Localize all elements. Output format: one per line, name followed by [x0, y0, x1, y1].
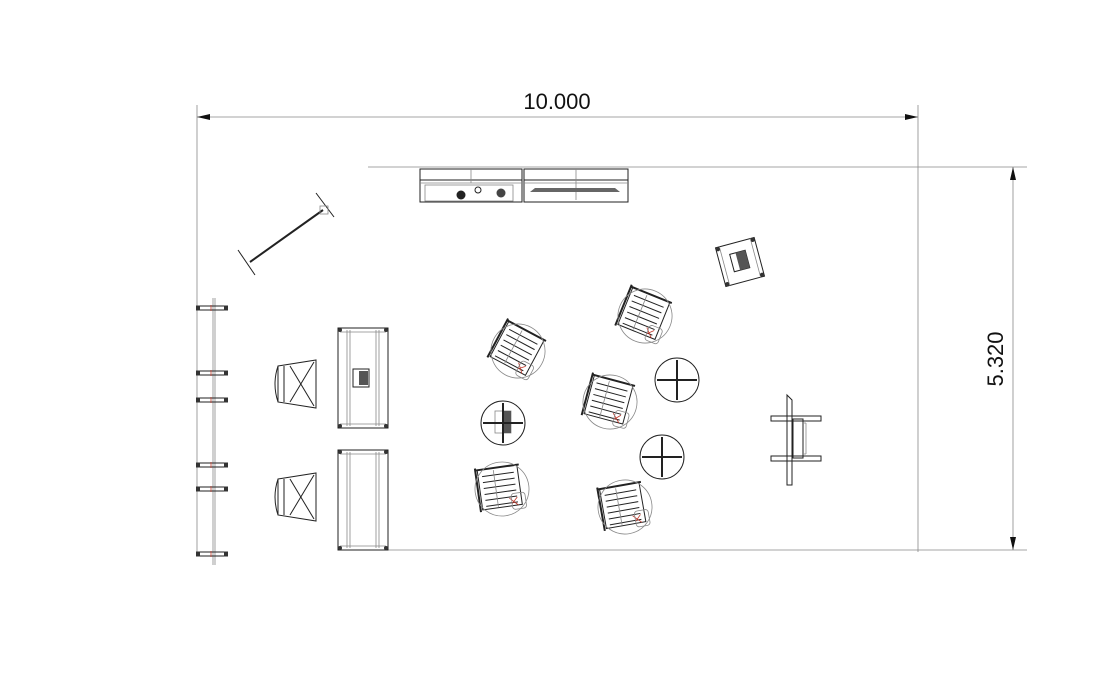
- side-table: [714, 236, 766, 288]
- width-dimension-label: 10.000: [523, 89, 590, 114]
- wall-shelving-left: [195, 298, 229, 565]
- height-dimension: 5.320: [340, 166, 1027, 551]
- coffee-table: [337, 327, 389, 551]
- armchair-left: [274, 359, 317, 522]
- height-dimension-label: 5.320: [983, 331, 1008, 386]
- banner-stand: [237, 192, 335, 276]
- reception-counter-back-wall: [419, 168, 629, 203]
- round-table: [480, 357, 700, 480]
- width-dimension: 10.000: [196, 89, 919, 552]
- display-stand-right: [770, 393, 822, 486]
